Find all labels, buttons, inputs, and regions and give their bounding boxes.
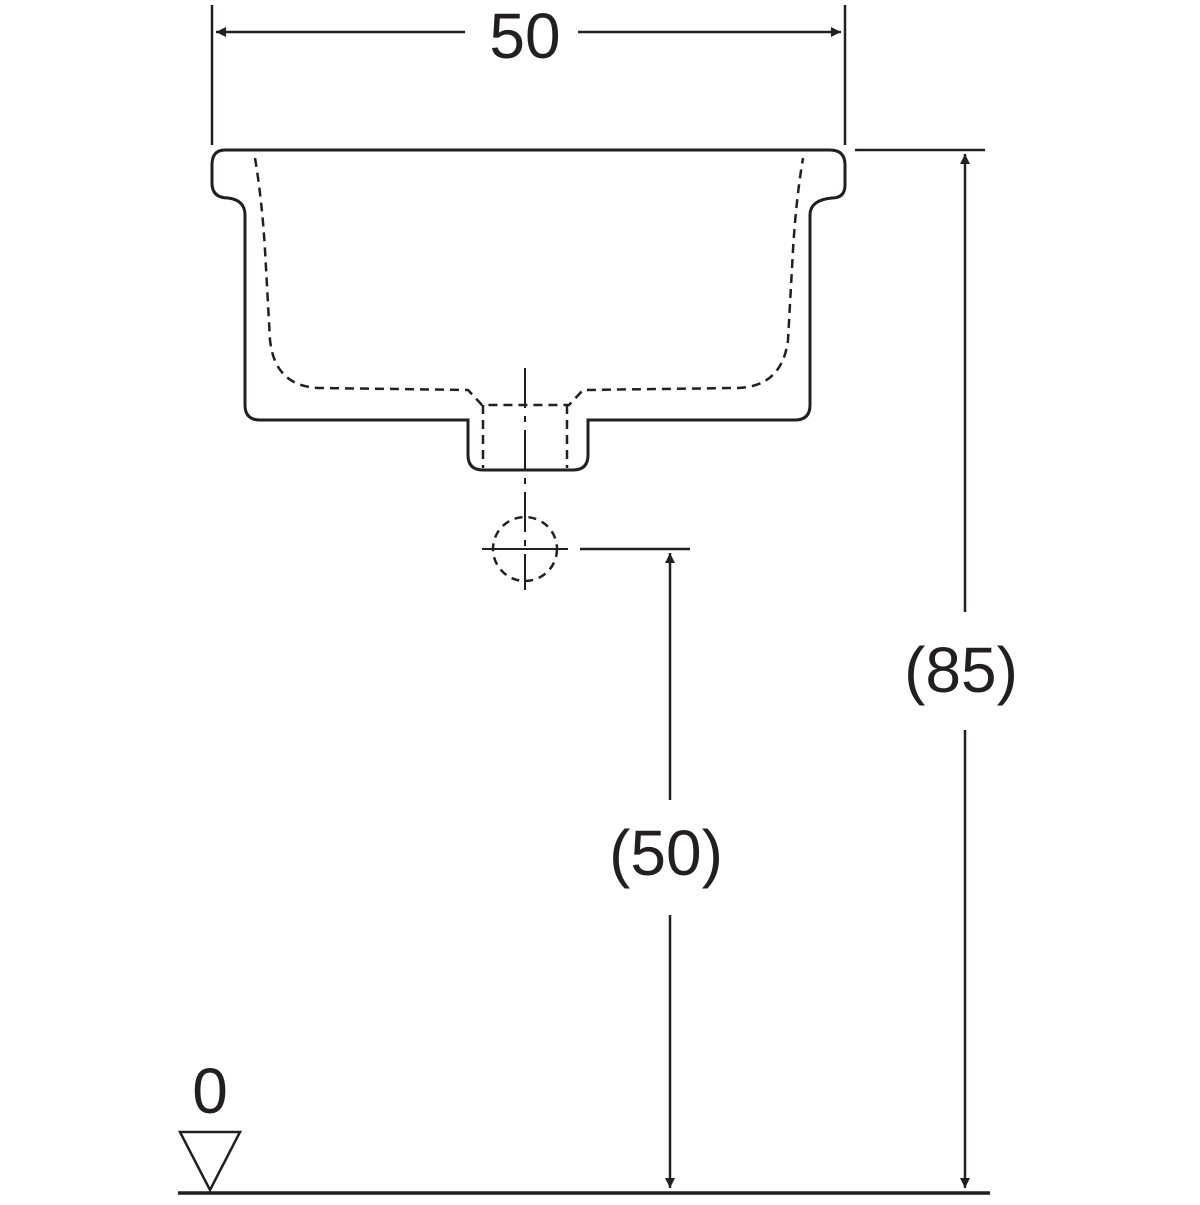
drain-height-label: (50) — [609, 817, 723, 889]
total-height-label: (85) — [904, 634, 1018, 706]
basin-rim-outline — [210, 148, 847, 472]
drain-hole-hidden — [481, 405, 569, 468]
floor-level-label: 0 — [192, 1055, 228, 1127]
floor-datum-triangle — [177, 1130, 243, 1193]
width-dimension-label: 50 — [489, 0, 560, 72]
basin-inner-bowl-hidden — [253, 157, 805, 407]
